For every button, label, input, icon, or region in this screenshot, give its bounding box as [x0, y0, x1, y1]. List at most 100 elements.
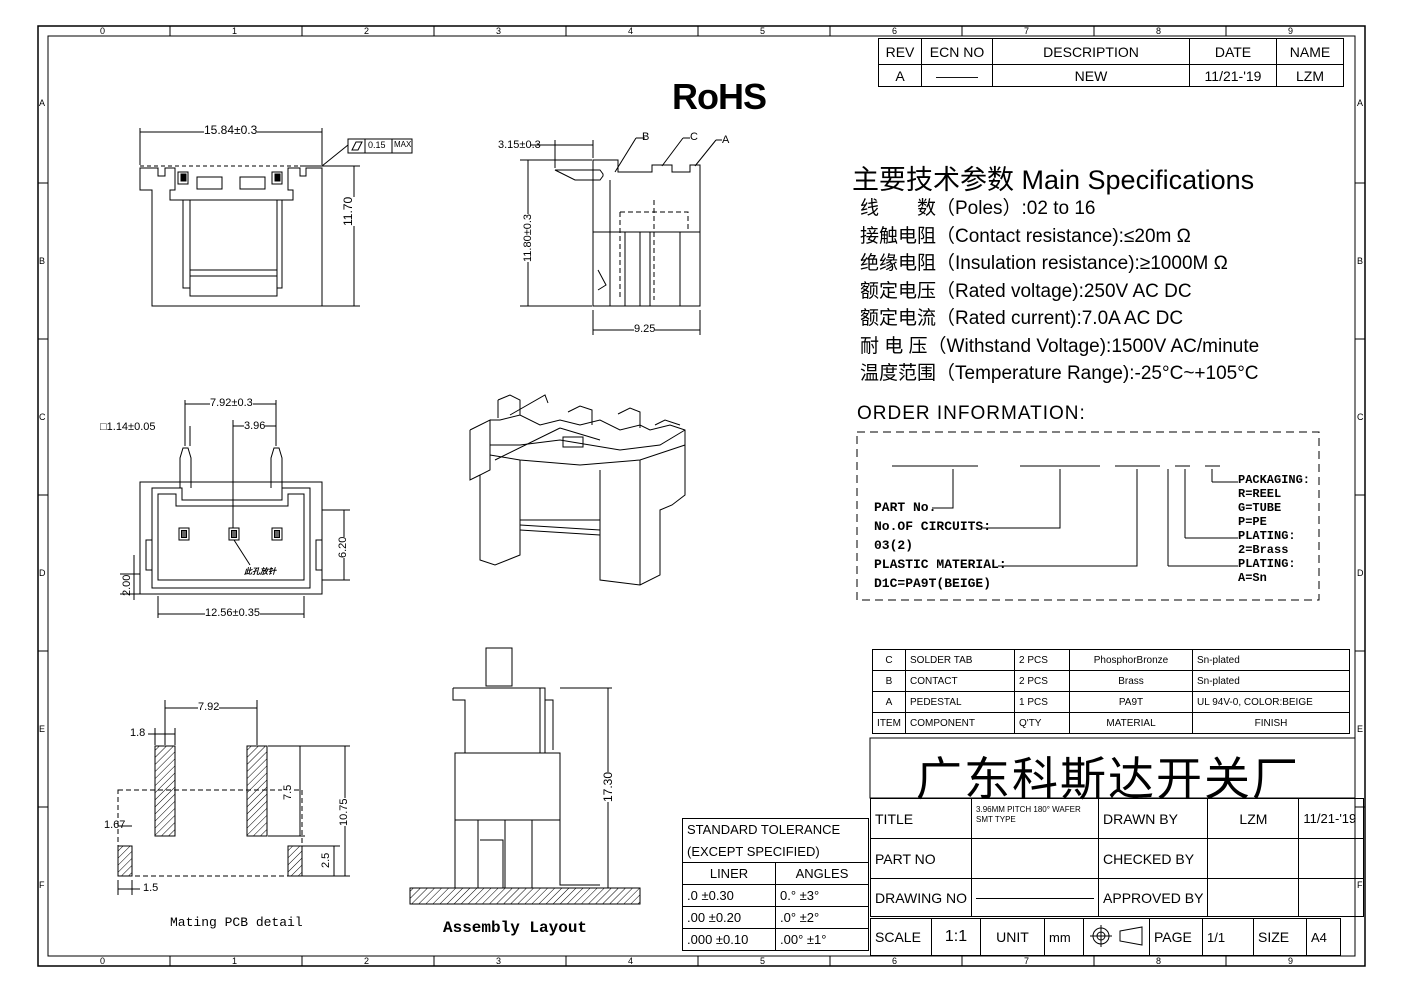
zone-row-e-right: E — [1357, 724, 1364, 734]
zone-col-2: 2 — [364, 26, 370, 36]
bom-finish: Sn-plated — [1192, 649, 1350, 671]
spec-rated-voltage: 额定电压（Rated voltage):250V AC DC — [860, 280, 1192, 302]
dim-pcb-h1: 7.5 — [282, 784, 294, 800]
specs-title: 主要技术参数 Main Specifications — [852, 165, 1255, 195]
liner-row: .00 ±0.20 — [682, 906, 776, 929]
spec-rated-current: 额定电流（Rated current):7.0A AC DC — [860, 308, 1184, 329]
bom-finish: Sn-plated — [1192, 670, 1350, 692]
part-no-value — [971, 838, 1100, 879]
side-view — [520, 137, 722, 335]
rohs-mark: RoHS — [672, 76, 767, 117]
zone-col-4-bottom: 4 — [628, 956, 634, 966]
zone-row-f: F — [39, 880, 45, 890]
bom-material: PA9T — [1069, 691, 1193, 713]
order-title: ORDER INFORMATION: — [857, 403, 1086, 424]
bom-item: B — [872, 670, 906, 692]
liner-header: LINER — [682, 862, 776, 885]
order-reel: R=REEL — [1238, 487, 1282, 501]
ecn-header: ECN NO — [921, 38, 993, 65]
bom-material: PhosphorBronze — [1069, 649, 1193, 671]
dim-pcb-bottom: 1.5 — [143, 882, 159, 894]
bom-component: PEDESTAL — [905, 691, 1015, 713]
liner-row: .0 ±0.30 — [682, 884, 776, 907]
dim-flatness: 0.15 — [368, 140, 386, 150]
zone-col-9: 9 — [1288, 26, 1294, 36]
zone-col-5: 5 — [760, 26, 766, 36]
order-left: PART No. No.OF CIRCUITS: 03(2) PLASTIC M… — [874, 498, 1007, 593]
assembly-label: Assembly Layout — [443, 919, 588, 937]
approved-by-value — [1207, 878, 1300, 917]
liner-row: .000 ±0.10 — [682, 928, 776, 951]
pcb-label: Mating PCB detail — [170, 915, 303, 930]
size-value: A4 — [1306, 918, 1341, 956]
tolerance-title: STANDARD TOLERANCE — [682, 818, 869, 841]
dim-pcb-h3: 2.5 — [320, 852, 332, 868]
zone-col-8-bottom: 8 — [1156, 956, 1162, 966]
order-circuits: No.OF CIRCUITS: — [874, 519, 992, 534]
zone-col-4: 4 — [628, 26, 634, 36]
order-circuits-value: 03(2) — [874, 538, 914, 553]
zone-col-6-bottom: 6 — [892, 956, 898, 966]
description-header: DESCRIPTION — [992, 38, 1190, 65]
scale-row: SCALE 1:1 UNIT mm PAGE 1/1 SIZE A4 — [870, 918, 1341, 956]
dim-front-width: 15.84±0.3 — [204, 123, 258, 137]
bom-material: Brass — [1069, 670, 1193, 692]
bom-qty: 2 PCS — [1014, 670, 1070, 692]
drawn-date: 11/21-'19 — [1298, 798, 1365, 839]
bom-component: CONTACT — [905, 670, 1015, 692]
zone-col-8: 8 — [1156, 26, 1162, 36]
projection-symbol-cell — [1083, 918, 1150, 956]
bom-header-item: ITEM — [872, 712, 906, 734]
spec-poles: 线 数（Poles）:02 to 16 — [860, 198, 1096, 219]
zone-row-e: E — [39, 724, 46, 734]
description-value: NEW — [992, 64, 1190, 87]
zone-col-1: 1 — [232, 26, 238, 36]
spec-temperature: 温度范围（Temperature Range):-25°C~+105°C — [860, 363, 1259, 384]
tolerance-subtitle: (EXCEPT SPECIFIED) — [682, 840, 869, 863]
date-header: DATE — [1189, 38, 1277, 65]
order-right: PACKAGING: R=REEL G=TUBE P=PE PLATING: 2… — [1238, 473, 1310, 585]
zone-col-3-bottom: 3 — [496, 956, 502, 966]
bom-item: C — [872, 649, 906, 671]
checked-by-value — [1207, 838, 1300, 879]
isometric-view — [469, 394, 686, 586]
zone-col-7-bottom: 7 — [1024, 956, 1030, 966]
title-label: TITLE — [869, 798, 973, 839]
dim-side-top: 3.15±0.3 — [498, 139, 541, 151]
bom-qty: 1 PCS — [1014, 691, 1070, 713]
name-header: NAME — [1276, 38, 1344, 65]
drawn-by-label: DRAWN BY — [1098, 798, 1209, 839]
dim-pin-size: □1.14±0.05 — [100, 421, 156, 433]
zone-col-7: 7 — [1024, 26, 1030, 36]
bom-header-finish: FINISH — [1192, 712, 1350, 734]
angles-row: .00° ±1° — [775, 928, 869, 951]
zone-row-a: A — [39, 98, 46, 108]
order-part-no: PART No. — [874, 500, 937, 515]
rev-header: REV — [878, 38, 922, 65]
zone-ticks — [38, 26, 1365, 966]
order-material: PLASTIC MATERIAL: — [874, 557, 1007, 572]
angles-header: ANGLES — [775, 862, 869, 885]
pcb-detail — [117, 700, 350, 895]
zone-col-6: 6 — [892, 26, 898, 36]
page-value: 1/1 — [1202, 918, 1254, 956]
zone-row-a-right: A — [1357, 98, 1364, 108]
bom-qty: 2 PCS — [1014, 649, 1070, 671]
order-material-value: D1C=PA9T(BEIGE) — [874, 576, 992, 591]
dim-pitch: 3.96 — [244, 420, 266, 432]
specs-list: 线 数（Poles）:02 to 16 接触电阻（Contact resista… — [860, 195, 1259, 388]
size-label: SIZE — [1253, 918, 1307, 956]
dim-side-width: 9.25 — [634, 323, 656, 335]
callout-c: C — [690, 131, 698, 143]
inner-frame — [47, 35, 1356, 957]
zone-row-d-right: D — [1357, 568, 1364, 578]
drawn-by-value: LZM — [1207, 798, 1300, 839]
scale-label: SCALE — [870, 918, 932, 956]
dim-front-height: 11.70 — [341, 196, 355, 226]
order-pe: P=PE — [1238, 515, 1267, 529]
order-plating-2: PLATING: — [1238, 557, 1296, 571]
zone-col-0-bottom: 0 — [100, 956, 106, 966]
zone-col-9-bottom: 9 — [1288, 956, 1294, 966]
dim-pcb-pitch: 7.92 — [198, 701, 220, 713]
